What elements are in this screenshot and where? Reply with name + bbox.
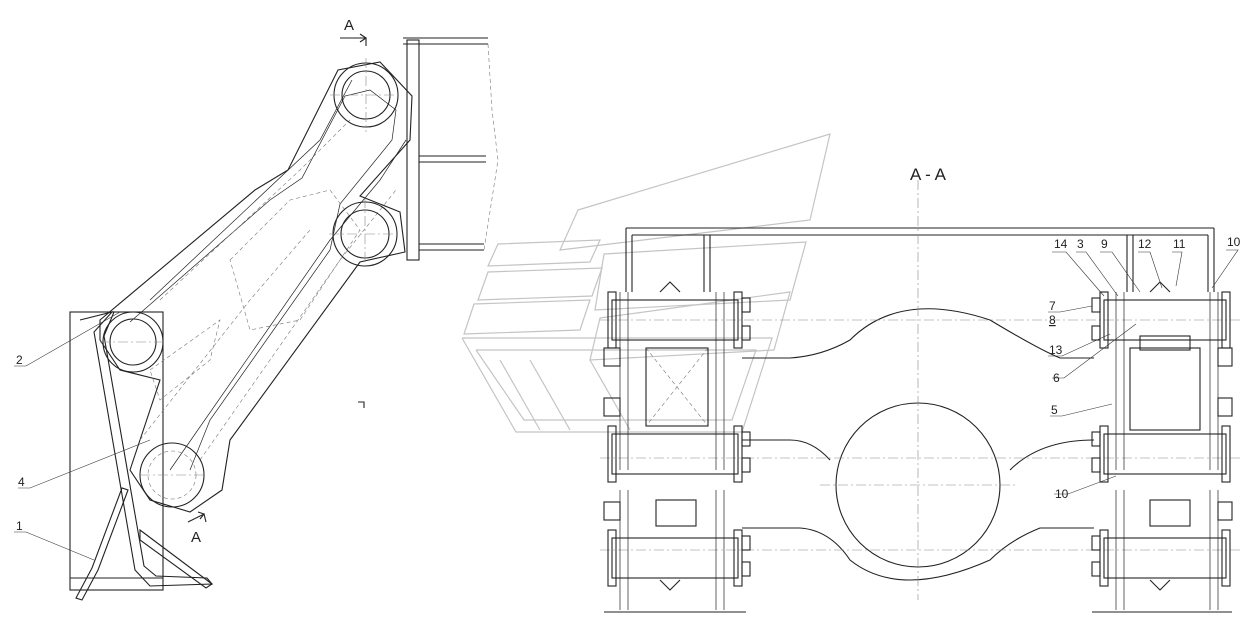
callout-8: 8 (1049, 313, 1056, 327)
callout-9: 9 (1101, 237, 1108, 251)
side-view-callouts: 2 4 1 A A (14, 17, 354, 561)
callout-10-top: 10 (1227, 235, 1241, 249)
cut-mark-a-bottom: A (191, 529, 201, 546)
callout-7: 7 (1049, 299, 1056, 313)
callout-6: 6 (1053, 371, 1060, 385)
side-view (69, 33, 499, 601)
callout-13: 13 (1049, 343, 1063, 357)
callout-14: 14 (1054, 237, 1068, 251)
section-leaders (1048, 249, 1239, 495)
callout-12: 12 (1138, 237, 1152, 251)
section-callouts: 14 3 9 12 11 10 7 8 13 6 5 10 (1049, 235, 1241, 501)
callout-2: 2 (16, 353, 23, 367)
callout-5: 5 (1051, 403, 1058, 417)
callout-1: 1 (16, 519, 23, 533)
section-view: A - A (600, 165, 1240, 613)
section-title: A - A (910, 165, 947, 184)
callout-11: 11 (1173, 237, 1186, 251)
callout-4: 4 (18, 475, 25, 489)
callout-10-bottom: 10 (1055, 487, 1069, 501)
callout-3: 3 (1077, 237, 1084, 251)
cut-mark-a-top: A (344, 17, 354, 34)
